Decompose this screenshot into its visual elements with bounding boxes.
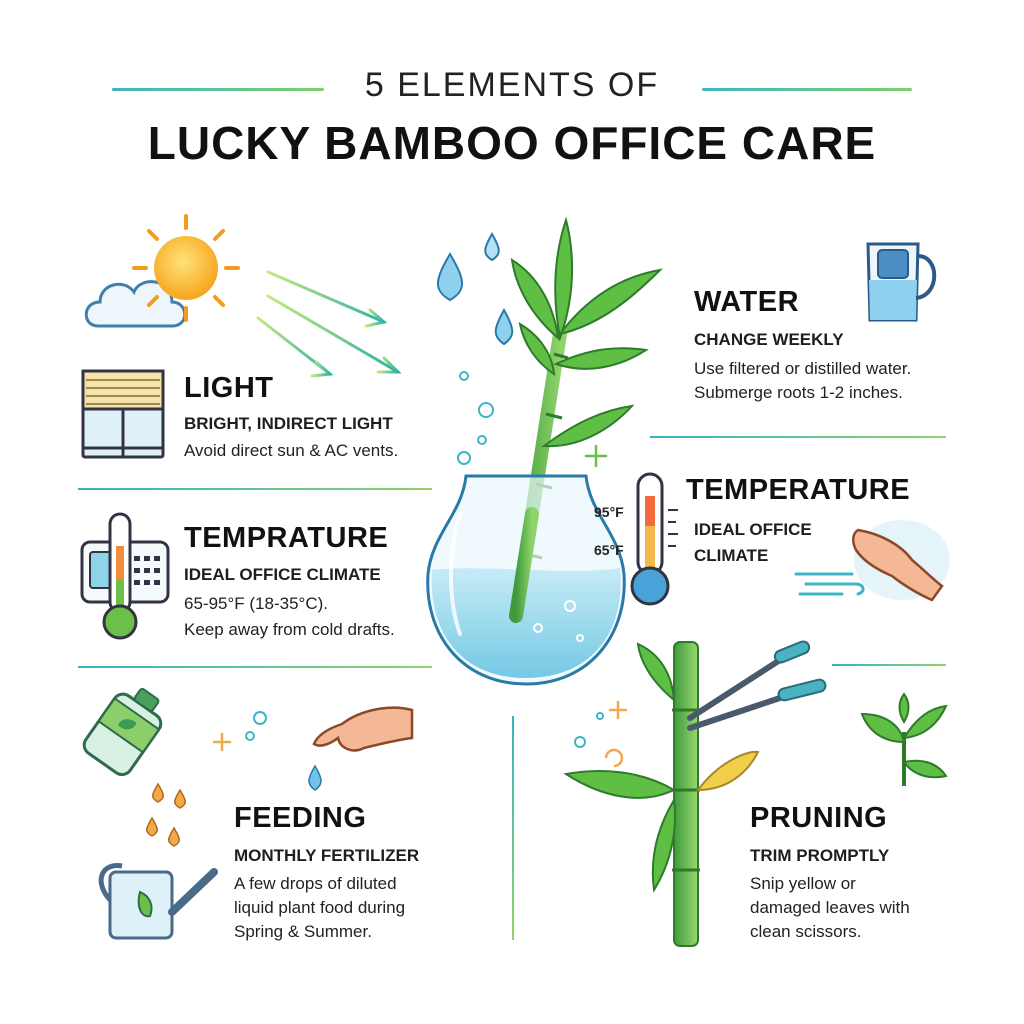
hand-icon — [312, 706, 414, 752]
sparkle-bubbles-feeding — [212, 711, 267, 752]
temp-left-subheading: IDEAL OFFICE CLIMATE — [184, 565, 381, 584]
feeding-line-2: liquid plant food during — [234, 898, 406, 917]
water-drop-icon — [308, 764, 322, 791]
pruning-line-2: damaged leaves with — [750, 898, 910, 917]
thermometer-right-icon — [630, 472, 678, 606]
pruning-line-3: clean scissors. — [750, 922, 862, 941]
draft-hand-icon — [794, 520, 950, 602]
temp-left-line-1: 65-95°F (18-35°C). — [184, 594, 328, 613]
thermometer-icon — [102, 512, 138, 640]
fertilizer-bottle-icon — [82, 688, 163, 777]
temp-right-heading: TEMPERATURE — [686, 474, 911, 506]
fertilizer-drops — [146, 782, 186, 847]
feeding-line-3: Spring & Summer. — [234, 922, 372, 941]
light-line-1: Avoid direct sun & AC vents. — [184, 441, 399, 460]
sun-icon — [132, 214, 240, 322]
thermo-high-label: 95°F — [594, 504, 624, 520]
temp-left-line-2: Keep away from cold drafts. — [184, 620, 395, 639]
light-subheading: BRIGHT, INDIRECT LIGHT — [184, 414, 393, 433]
water-line-1: Use filtered or distilled water. — [694, 359, 912, 378]
title-accent-line-right — [702, 88, 912, 91]
header-kicker: 5 ELEMENTS OF — [364, 66, 660, 104]
divider-left-2 — [78, 666, 432, 668]
temp-right-subheading-1: IDEAL OFFICE — [694, 520, 812, 539]
water-heading: WATER — [694, 286, 800, 318]
divider-left-1 — [78, 488, 432, 490]
title-accent-line-left — [112, 88, 324, 91]
divider-right-2 — [832, 664, 946, 666]
water-pitcher-icon — [866, 242, 937, 322]
bamboo-vase-icon — [426, 216, 663, 686]
scissors-icon — [687, 640, 827, 731]
pruning-heading: PRUNING — [750, 802, 888, 834]
light-heading: LIGHT — [184, 372, 274, 404]
window-blinds-icon — [81, 369, 165, 459]
temp-right-subheading-2: CLIMATE — [694, 546, 769, 565]
thermo-low-label: 65°F — [594, 542, 624, 558]
sun-ray-arrows — [256, 270, 402, 378]
water-line-2: Submerge roots 1-2 inches. — [694, 383, 903, 402]
page-title: LUCKY BAMBOO OFFICE CARE — [147, 117, 877, 169]
sprout-icon — [860, 692, 948, 786]
feeding-heading: FEEDING — [234, 802, 367, 834]
pruning-line-1: Snip yellow or — [750, 874, 856, 893]
pruning-subheading: TRIM PROMPTLY — [750, 846, 890, 865]
water-subheading: CHANGE WEEKLY — [694, 330, 844, 349]
divider-right-1 — [650, 436, 946, 438]
watering-can-icon — [98, 863, 218, 940]
temp-left-heading: TEMPRATURE — [184, 522, 389, 554]
sparkle-center — [584, 444, 608, 468]
divider-vertical — [512, 716, 514, 940]
feeding-line-1: A few drops of diluted — [234, 874, 397, 893]
feeding-subheading: MONTHLY FERTILIZER — [234, 846, 420, 865]
cloud-icon — [84, 280, 187, 328]
